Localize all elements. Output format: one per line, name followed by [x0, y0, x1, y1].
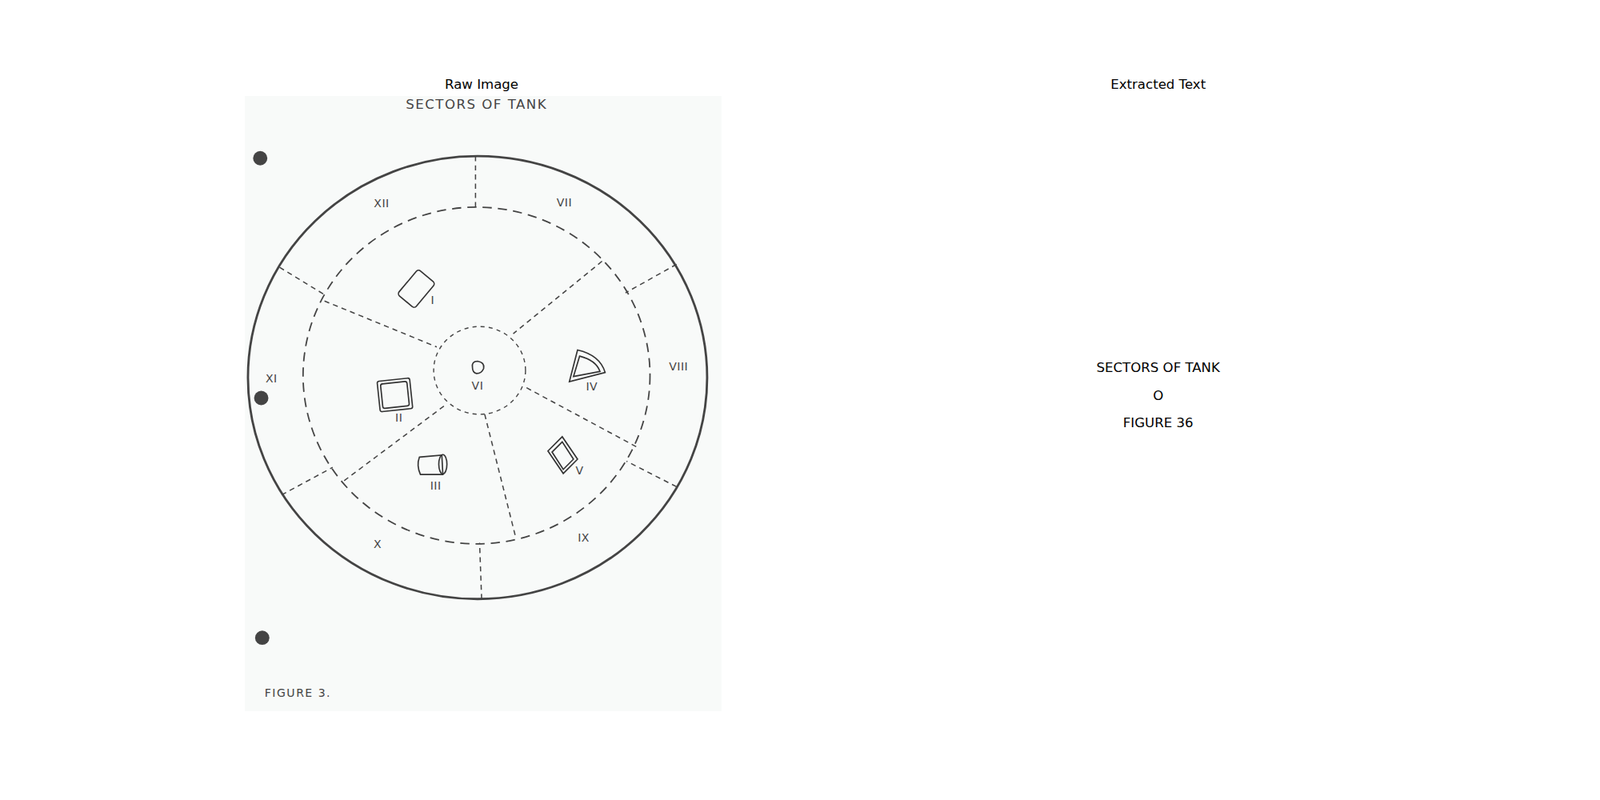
sector-number: IX	[577, 532, 590, 544]
sector-number: X	[373, 538, 382, 550]
binder-holes	[252, 151, 269, 645]
object-number: I	[430, 294, 435, 306]
sector-number: XII	[373, 197, 389, 209]
object-number: VI	[472, 380, 484, 392]
sector-dividers	[279, 156, 676, 600]
figure-caption: FIGURE 3.	[264, 687, 332, 699]
panel-title: Raw Image	[444, 78, 519, 92]
figure-heading: SECTORS OF TANK	[405, 98, 548, 112]
panel-title: Extracted Text	[1110, 78, 1206, 92]
tank-objects	[376, 268, 605, 475]
extracted-text: SECTORS OF TANK	[1096, 361, 1220, 376]
sector-number: VIII	[668, 360, 688, 372]
object-number: V	[575, 464, 584, 476]
tank-outline	[248, 156, 708, 600]
object-number: III	[430, 480, 442, 492]
extracted-text: O	[1152, 389, 1164, 404]
extracted-text: FIGURE 36	[1123, 416, 1194, 431]
sector-number: XI	[265, 372, 278, 384]
object-number: IV	[585, 380, 598, 392]
sector-number: VII	[556, 196, 572, 208]
scan-panel	[244, 96, 722, 712]
object-number: II	[395, 412, 403, 424]
